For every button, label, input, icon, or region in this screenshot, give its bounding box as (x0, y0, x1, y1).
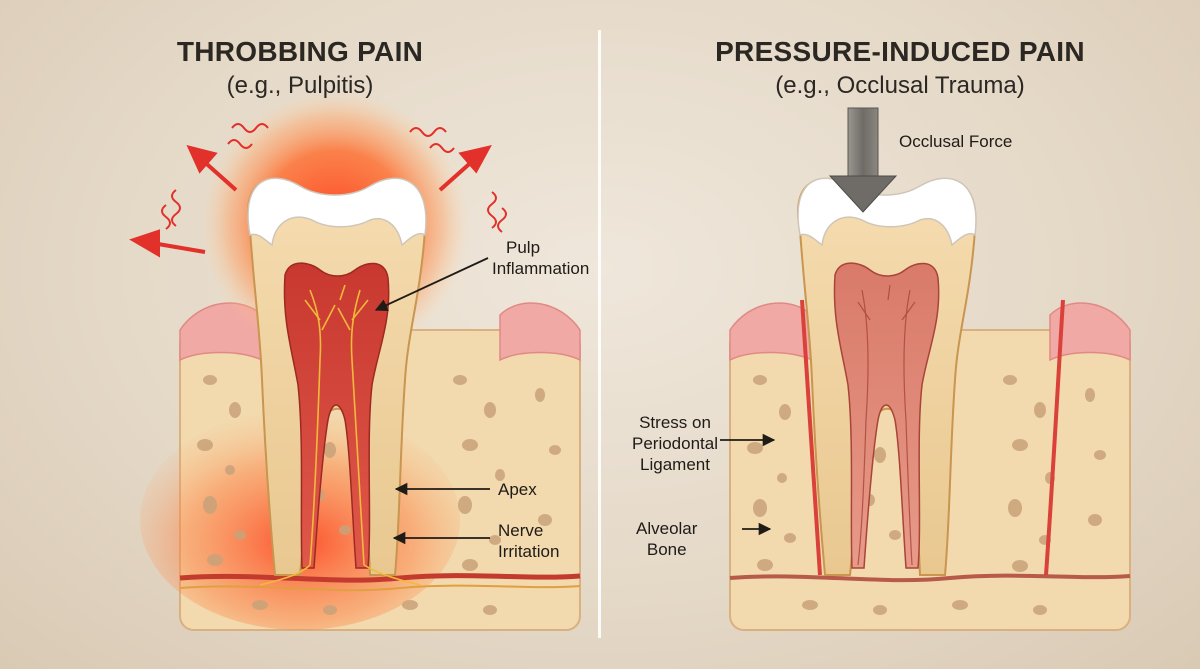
left-panel-title: THROBBING PAIN (176, 36, 424, 67)
left-throb-lines (161, 123, 507, 233)
stress-pdl-label: Stress on Periodontal Ligament (632, 412, 718, 475)
left-enamel (247, 177, 427, 247)
right-pulp-vessels (857, 284, 916, 566)
right-panel-title: PRESSURE-INDUCED PAIN (715, 36, 1085, 67)
left-bone-pores (197, 375, 561, 615)
bone-label-line1: Alveolar (636, 519, 698, 538)
left-tooth-illustration (129, 90, 581, 631)
left-pain-arrows (129, 145, 492, 258)
right-gum-right (1049, 302, 1131, 362)
left-gum-right (499, 302, 581, 362)
right-tooth-illustration (720, 107, 1131, 631)
stress-label-line2: Periodontal (632, 434, 719, 453)
stress-label-line3: Ligament (640, 455, 710, 474)
nerve-irritation-label: Nerve Irritation (498, 520, 559, 562)
occlusal-force-label: Occlusal Force (899, 132, 1013, 151)
left-pulp (283, 262, 390, 569)
nerve-label-line1: Nerve (498, 521, 544, 540)
right-panel-subtitle: (e.g., Occlusal Trauma) (775, 72, 1025, 99)
pulp-label-line2: Inflammation (492, 259, 590, 278)
panel-divider (598, 30, 601, 638)
left-nerves (259, 284, 421, 586)
alveolar-bone-label: Alveolar Bone (636, 518, 697, 560)
periodontal-ligament (800, 299, 1065, 576)
apex-label: Apex (498, 480, 537, 499)
occlusal-force-arrow (828, 107, 898, 213)
nerve-label-line2: Irritation (498, 542, 560, 561)
pulp-label-line1: Pulp (506, 238, 541, 257)
left-panel-subtitle: (e.g., Pulpitis) (226, 72, 374, 99)
right-panel: PRESSURE-INDUCED PAIN (e.g., Occlusal Tr… (600, 0, 1200, 669)
bone-label-line2: Bone (646, 540, 687, 559)
right-pulp (833, 262, 940, 569)
left-panel: THROBBING PAIN (e.g., Pulpitis) Pulp Inf… (176, 36, 590, 562)
pulp-inflammation-label: Pulp Inflammation (492, 237, 589, 279)
stress-label-line1: Stress on (639, 413, 711, 432)
pulp-leader-line (374, 257, 489, 311)
